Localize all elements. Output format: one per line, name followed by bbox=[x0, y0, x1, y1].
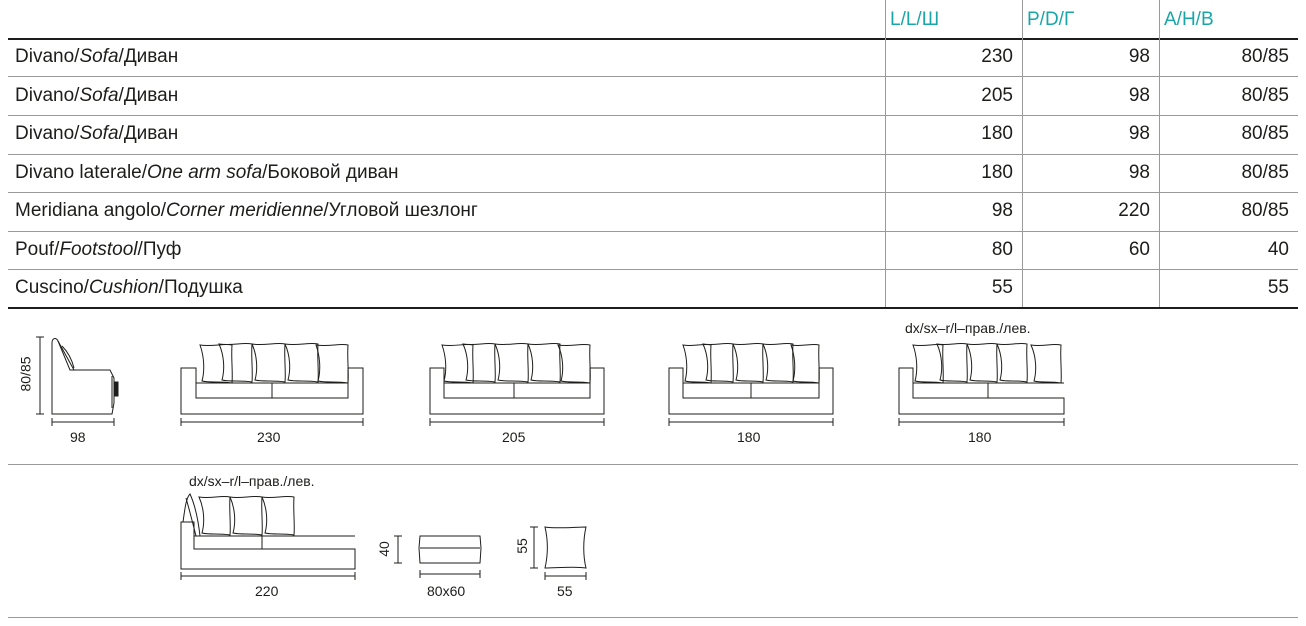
sofa-205-label: 205 bbox=[502, 429, 526, 445]
length-value: 80 bbox=[991, 239, 1013, 260]
depth-value: 98 bbox=[1128, 123, 1150, 144]
header-height: A/H/B bbox=[1164, 9, 1214, 30]
side-view-drawing bbox=[36, 336, 119, 426]
table-bottom-rule bbox=[8, 307, 1298, 309]
section-divider bbox=[8, 464, 1298, 465]
height-value: 80/85 bbox=[1241, 162, 1289, 183]
cushion-width-label: 55 bbox=[557, 583, 573, 599]
row-divider bbox=[8, 76, 1298, 77]
product-name: Pouf/Footstool/Пуф bbox=[15, 239, 182, 260]
sofa-180-label: 180 bbox=[737, 429, 761, 445]
height-value: 80/85 bbox=[1241, 123, 1289, 144]
meridienne-side-note: dx/sx–r/l–прав./лев. bbox=[189, 473, 315, 489]
table-header: L/L/Ш P/D/Г A/H/B bbox=[8, 0, 1298, 38]
one-arm-sofa-drawing bbox=[898, 342, 1065, 426]
height-value: 40 bbox=[1267, 239, 1289, 260]
length-value: 205 bbox=[981, 85, 1013, 106]
row-divider bbox=[8, 192, 1298, 193]
length-value: 180 bbox=[981, 162, 1013, 183]
length-value: 230 bbox=[981, 46, 1013, 67]
table-row: Divano/Sofa/Диван 230 98 80/85 bbox=[8, 38, 1298, 76]
row-divider bbox=[8, 115, 1298, 116]
depth-value: 220 bbox=[1118, 200, 1150, 221]
table-row: Meridiana angolo/Corner meridienne/Углов… bbox=[8, 192, 1298, 230]
length-value: 180 bbox=[981, 123, 1013, 144]
side-depth-label: 98 bbox=[70, 429, 86, 445]
product-name: Divano/Sofa/Диван bbox=[15, 123, 179, 144]
height-value: 80/85 bbox=[1241, 85, 1289, 106]
sofa-230-label: 230 bbox=[257, 429, 281, 445]
product-name: Divano/Sofa/Диван bbox=[15, 46, 179, 67]
product-name: Cuscino/Cushion/Подушка bbox=[15, 277, 243, 298]
header-length: L/L/Ш bbox=[890, 9, 940, 30]
depth-value: 98 bbox=[1128, 85, 1150, 106]
section-divider bbox=[8, 617, 1298, 618]
pouf-size-label: 80x60 bbox=[427, 583, 466, 599]
header-depth: P/D/Г bbox=[1027, 9, 1075, 30]
one-arm-side-note: dx/sx–r/l–прав./лев. bbox=[905, 320, 1031, 336]
pouf-height-label: 40 bbox=[375, 541, 392, 557]
cushion-drawing bbox=[530, 526, 587, 580]
header-rule bbox=[8, 38, 1298, 40]
row-divider bbox=[8, 154, 1298, 155]
table-row: Divano/Sofa/Диван 180 98 80/85 bbox=[8, 115, 1298, 153]
table-row: Divano laterale/One arm sofa/Боковой див… bbox=[8, 154, 1298, 192]
product-name: Divano/Sofa/Диван bbox=[15, 85, 179, 106]
sofa-205-drawing bbox=[429, 342, 605, 426]
cushion-height-label: 55 bbox=[513, 538, 530, 554]
table-row: Cuscino/Cushion/Подушка 55 55 bbox=[8, 269, 1298, 307]
table-row: Divano/Sofa/Диван 205 98 80/85 bbox=[8, 77, 1298, 115]
one-arm-width-label: 180 bbox=[968, 429, 992, 445]
length-value: 98 bbox=[991, 200, 1013, 221]
table-row: Pouf/Footstool/Пуф 80 60 40 bbox=[8, 231, 1298, 269]
row-divider bbox=[8, 269, 1298, 270]
length-value: 55 bbox=[991, 277, 1013, 298]
side-height-label: 80/85 bbox=[17, 356, 34, 392]
sofa-230-drawing bbox=[180, 342, 364, 426]
height-value: 55 bbox=[1267, 277, 1289, 298]
depth-value: 98 bbox=[1128, 162, 1150, 183]
meridienne-width-label: 220 bbox=[255, 583, 279, 599]
product-name: Meridiana angolo/Corner meridienne/Углов… bbox=[15, 200, 478, 221]
sofa-180-drawing bbox=[668, 342, 834, 426]
row-divider bbox=[8, 231, 1298, 232]
depth-value: 98 bbox=[1128, 46, 1150, 67]
product-name: Divano laterale/One arm sofa/Боковой див… bbox=[15, 162, 399, 183]
height-value: 80/85 bbox=[1241, 200, 1289, 221]
depth-value: 60 bbox=[1128, 239, 1150, 260]
meridienne-drawing bbox=[180, 493, 356, 580]
pouf-drawing bbox=[394, 535, 482, 578]
height-value: 80/85 bbox=[1241, 46, 1289, 67]
